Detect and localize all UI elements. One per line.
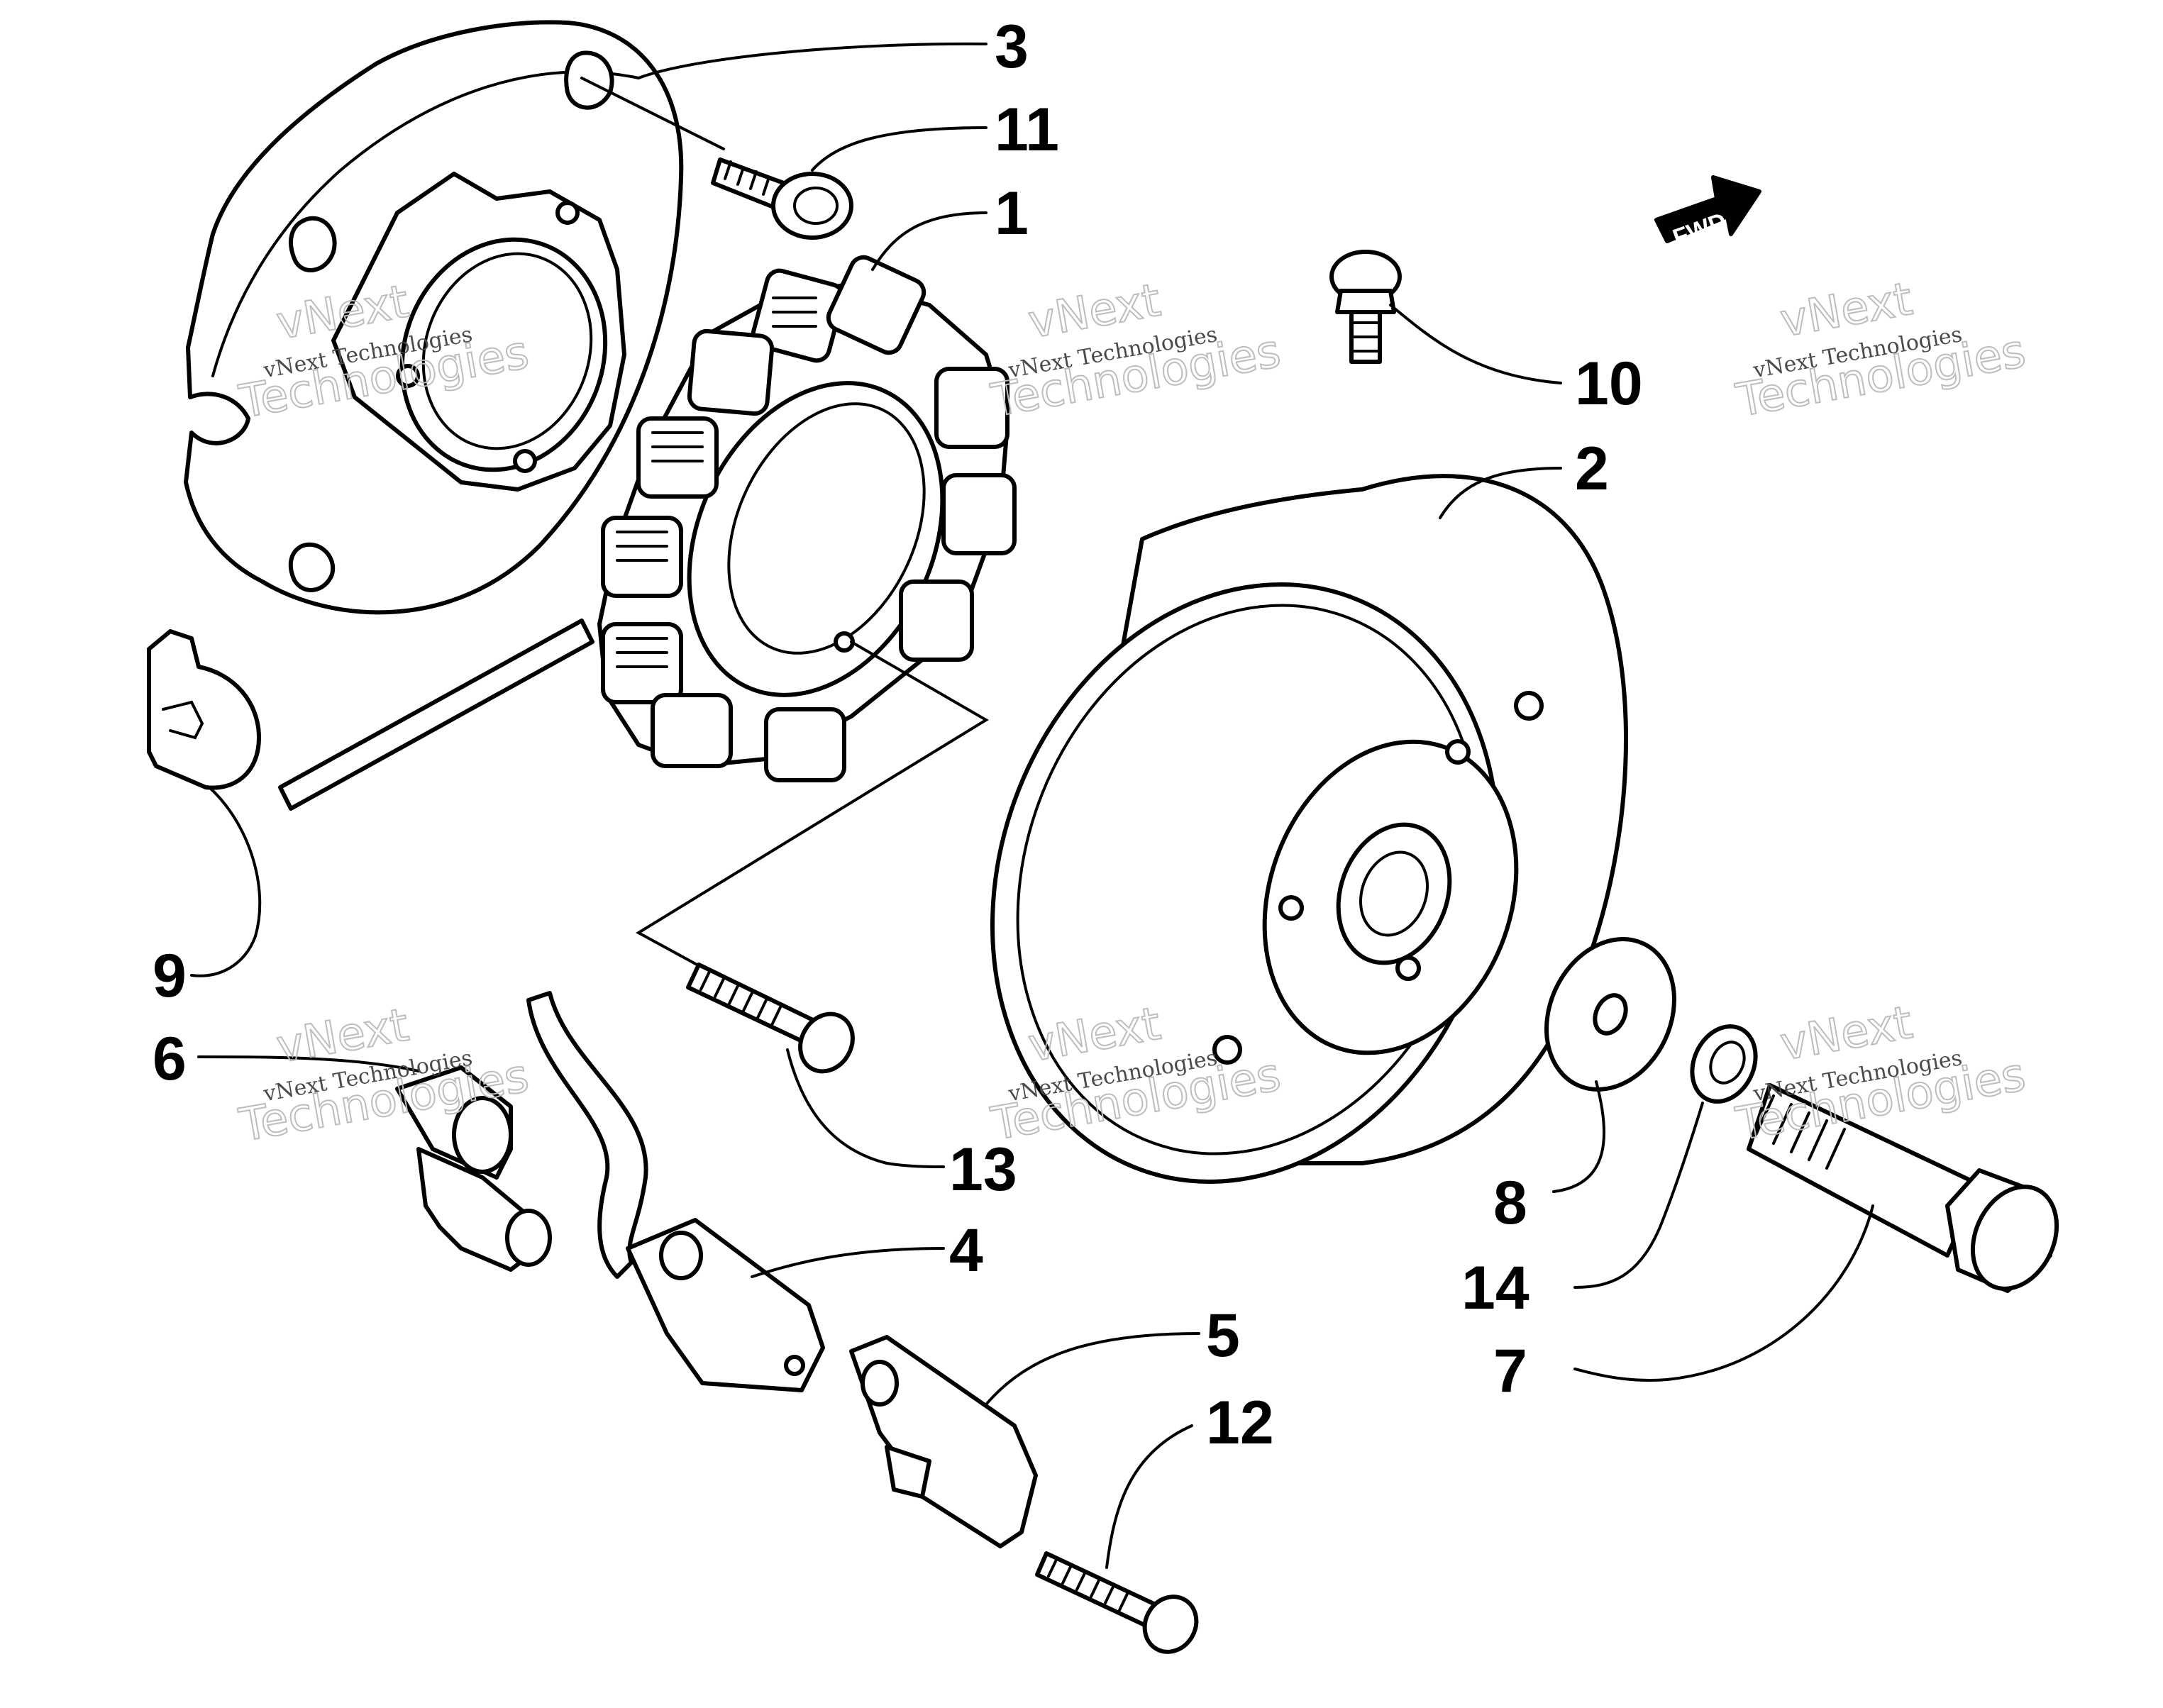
callout-3: 3	[995, 13, 1029, 81]
leader-12	[1105, 1424, 1193, 1569]
callout-4: 4	[949, 1216, 983, 1285]
callout-2: 2	[1575, 435, 1609, 503]
callout-10: 10	[1575, 350, 1643, 418]
callout-5: 5	[1206, 1302, 1240, 1370]
screw-12	[1035, 1551, 1199, 1654]
cover-bracket-5	[849, 1335, 1038, 1548]
leader-9	[190, 786, 262, 977]
leader-1	[871, 211, 988, 271]
leader-14	[1573, 1102, 1704, 1289]
leader-3	[580, 42, 988, 150]
callout-6: 6	[153, 1025, 187, 1093]
callout-7: 7	[1493, 1337, 1527, 1405]
stator	[278, 255, 1017, 977]
stator-plate	[184, 20, 684, 615]
callout-14: 14	[1461, 1254, 1529, 1322]
watermark-bottom-right: vNext Technologies vNext Technologies	[1732, 996, 2030, 1152]
pickup-sensor-4	[526, 991, 825, 1392]
leader-lines	[190, 42, 1874, 1569]
watermark-top-right: vNext Technologies vNext Technologies	[1732, 272, 2030, 428]
bracket-6	[395, 1065, 552, 1272]
leader-7	[1573, 1204, 1874, 1382]
leader-6	[197, 1055, 420, 1072]
lock-washer-14	[1690, 1024, 1758, 1104]
flywheel	[990, 474, 1628, 1184]
bolt-13	[686, 963, 855, 1074]
bolt-7	[1747, 1083, 2059, 1293]
leader-10	[1389, 304, 1562, 384]
callout-labels: 3 11 1 10 2 9 6 13 4 5 12 8 14 7	[153, 13, 1643, 1457]
leader-2	[1439, 467, 1562, 519]
leader-11	[811, 126, 988, 172]
leader-13	[786, 1048, 945, 1168]
callout-8: 8	[1493, 1169, 1527, 1237]
bolt-11	[711, 157, 853, 240]
bolt-10	[1329, 250, 1402, 364]
leader-8	[1552, 1080, 1606, 1193]
grommet-9	[147, 629, 261, 790]
fwd-direction-arrow: FWD	[1654, 175, 1761, 252]
callout-11: 11	[995, 96, 1059, 164]
callout-12: 12	[1206, 1389, 1274, 1457]
leader-4	[751, 1247, 945, 1278]
leader-5	[985, 1332, 1200, 1406]
watermark-bottom-center: vNext Technologies vNext Technologies	[987, 997, 1285, 1152]
callout-1: 1	[995, 179, 1029, 248]
callout-9: 9	[153, 942, 187, 1010]
washer-8	[1544, 937, 1676, 1092]
watermark-top-center: vNext Technologies vNext Technologies	[987, 274, 1285, 428]
callout-13: 13	[949, 1136, 1017, 1204]
